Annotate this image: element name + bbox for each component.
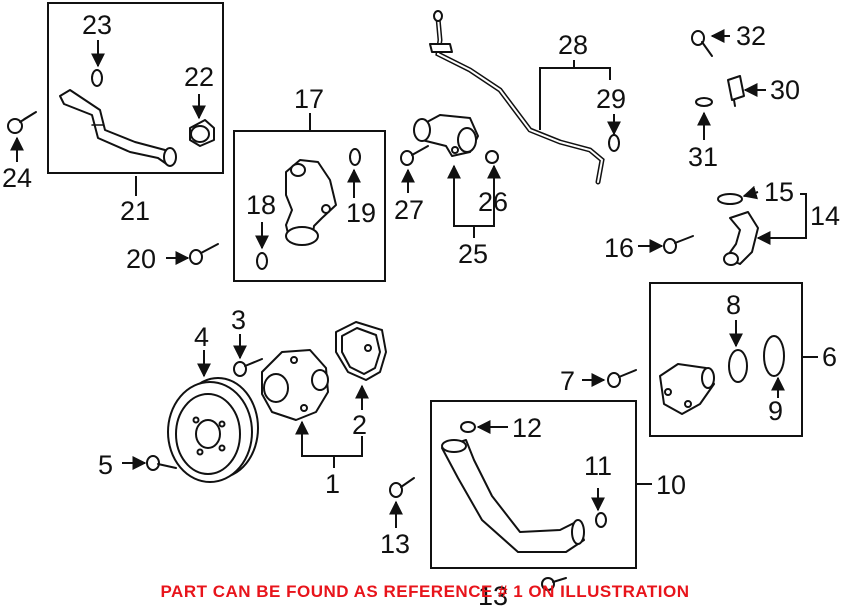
callout-9: 9: [768, 396, 783, 426]
callout-28: 28: [558, 30, 588, 60]
bolt-13: [389, 477, 415, 498]
coolant-tube-21: [59, 89, 177, 167]
callout-25: 25: [458, 239, 488, 269]
outlet-pipe-25: [413, 114, 479, 157]
leader-lines: [10, 29, 818, 528]
callout-26: 26: [478, 187, 508, 217]
bolt-32: [691, 30, 713, 57]
callout-32: 32: [736, 21, 766, 51]
o-ring-9: [763, 335, 785, 377]
pulley-4: [167, 377, 259, 483]
o-ring-26: [485, 150, 499, 164]
plug-22: [189, 119, 215, 147]
housing-6: [659, 363, 715, 415]
callout-19: 19: [346, 198, 376, 228]
callout-2: 2: [352, 410, 367, 440]
callout-30: 30: [770, 75, 800, 105]
o-ring-18: [256, 252, 268, 270]
o-ring-19: [349, 148, 361, 166]
thermostat-housing-17: [285, 159, 337, 246]
callout-27: 27: [394, 195, 424, 225]
pipe-10: [441, 439, 585, 553]
callout-31: 31: [688, 142, 718, 172]
callout-labels: 23 22 24 21 17 18 19 20 27 26 25 28 29 3…: [2, 10, 840, 611]
group-box-21: [47, 2, 224, 174]
callout-10: 10: [656, 470, 686, 500]
o-ring-8: [728, 349, 748, 383]
callout-15: 15: [764, 177, 794, 207]
callout-22: 22: [184, 62, 214, 92]
callout-24: 24: [2, 163, 32, 193]
callout-20: 20: [126, 244, 156, 274]
callout-14: 14: [810, 201, 840, 231]
callout-17: 17: [294, 84, 324, 114]
callout-8: 8: [726, 290, 741, 320]
callout-29: 29: [596, 84, 626, 114]
callout-21: 21: [120, 196, 150, 226]
callout-11: 11: [584, 451, 612, 481]
group-box-6: [649, 282, 803, 437]
bolt-16: [663, 235, 694, 254]
sensor-30: [727, 75, 745, 107]
bolt-3: [233, 358, 263, 377]
callout-13-lower: 13: [478, 581, 508, 609]
o-ring-15: [717, 193, 743, 205]
callout-3: 3: [231, 305, 246, 335]
callout-1: 1: [325, 469, 340, 499]
o-ring-29: [608, 134, 620, 152]
callout-4: 4: [194, 322, 209, 352]
elbow-pipe-14: [723, 211, 759, 266]
bolt-7: [607, 369, 637, 388]
gasket-2: [335, 321, 387, 381]
coolant-tube-28: [429, 10, 605, 185]
water-pump-1: [261, 349, 329, 421]
bolt-5: [146, 455, 177, 471]
o-ring-11: [595, 512, 607, 528]
callout-6: 6: [822, 342, 837, 372]
washer-31: [695, 97, 713, 107]
callout-12: 12: [512, 413, 542, 443]
bolt-24: [7, 111, 37, 134]
callout-16: 16: [604, 233, 634, 263]
o-ring-23: [91, 69, 103, 87]
bolt-13-lower: [541, 577, 567, 591]
callout-23: 23: [82, 10, 112, 40]
callout-13: 13: [380, 529, 410, 559]
callout-5: 5: [98, 450, 113, 480]
o-ring-12: [460, 421, 476, 433]
bolt-27: [400, 145, 429, 166]
bolt-20: [189, 243, 219, 265]
callout-18: 18: [246, 190, 276, 220]
reference-note: PART CAN BE FOUND AS REFERENCE # 1 ON IL…: [160, 582, 690, 601]
callout-7: 7: [560, 366, 575, 396]
